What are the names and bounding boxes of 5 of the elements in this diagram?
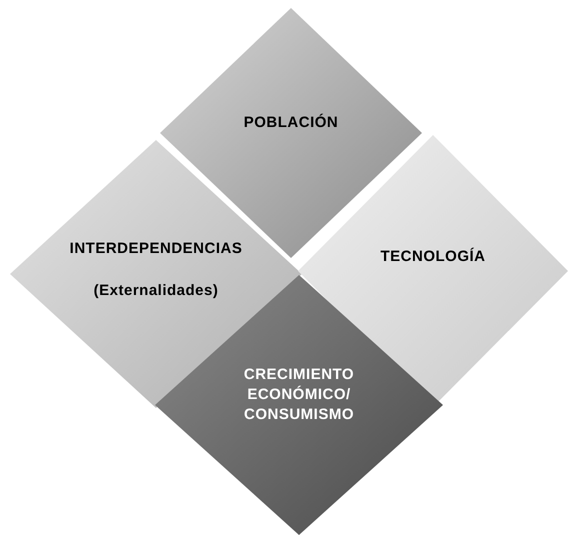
node-label: POBLACIÓN	[244, 113, 338, 133]
node-label: INTERDEPENDENCIAS	[70, 239, 242, 259]
node-subtitle: (Externalidades)	[94, 281, 218, 301]
node-label: CRECIMIENTO ECONÓMICO/ CONSUMISMO	[242, 365, 356, 425]
node-label: TECNOLOGÍA	[380, 247, 486, 267]
